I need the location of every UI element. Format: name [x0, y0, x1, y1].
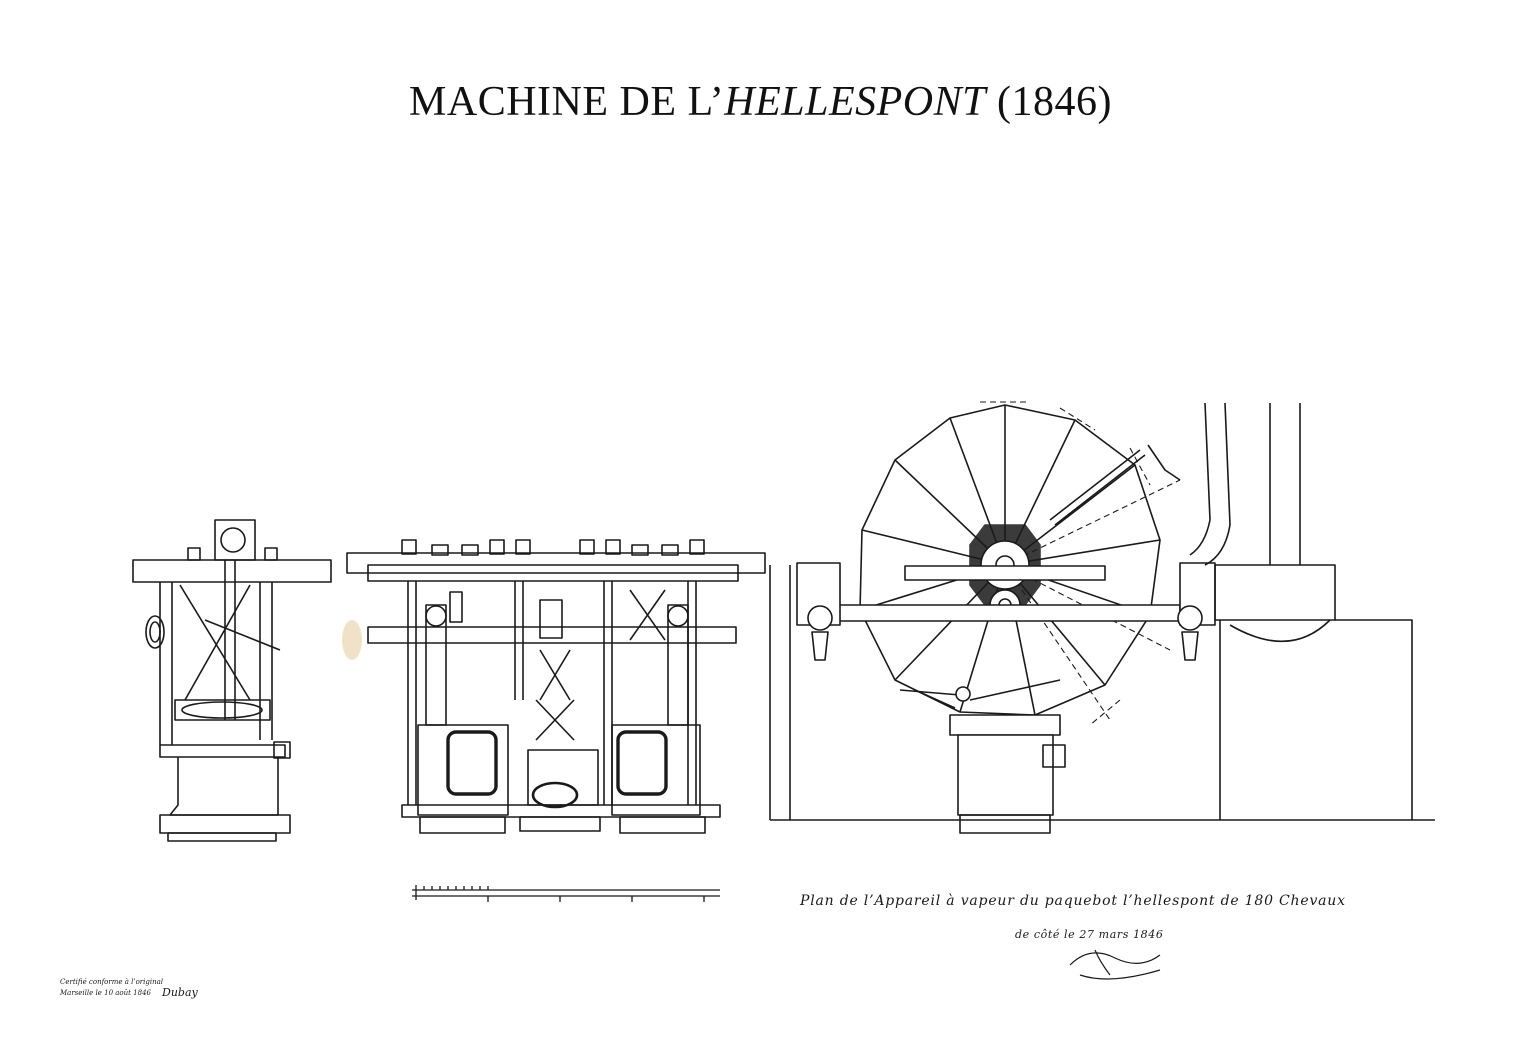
title-prefix: MACHINE DE L’	[409, 79, 725, 125]
plan-caption: Plan de l’Appareil à vapeur du paquebot …	[800, 893, 1346, 909]
side-elevation-view	[132, 519, 332, 842]
certification-line-1: Certifié conforme à l’original	[60, 978, 164, 986]
title-ship-name: HELLESPONT	[724, 79, 986, 125]
page-title: MACHINE DE L’HELLESPONT (1846)	[0, 78, 1521, 126]
certification-line-2: Marseille le 10 août 1846	[60, 989, 151, 997]
certification-signature: Dubay	[162, 986, 198, 999]
paper-stain	[342, 620, 362, 660]
signature-flourish-icon	[1069, 949, 1161, 980]
title-year: (1846)	[986, 79, 1112, 125]
front-elevation-view	[346, 539, 766, 834]
scale-bar	[412, 885, 720, 902]
paddle-wheel-view	[769, 401, 1435, 834]
plan-date: de côté le 27 mars 1846	[1015, 928, 1164, 941]
